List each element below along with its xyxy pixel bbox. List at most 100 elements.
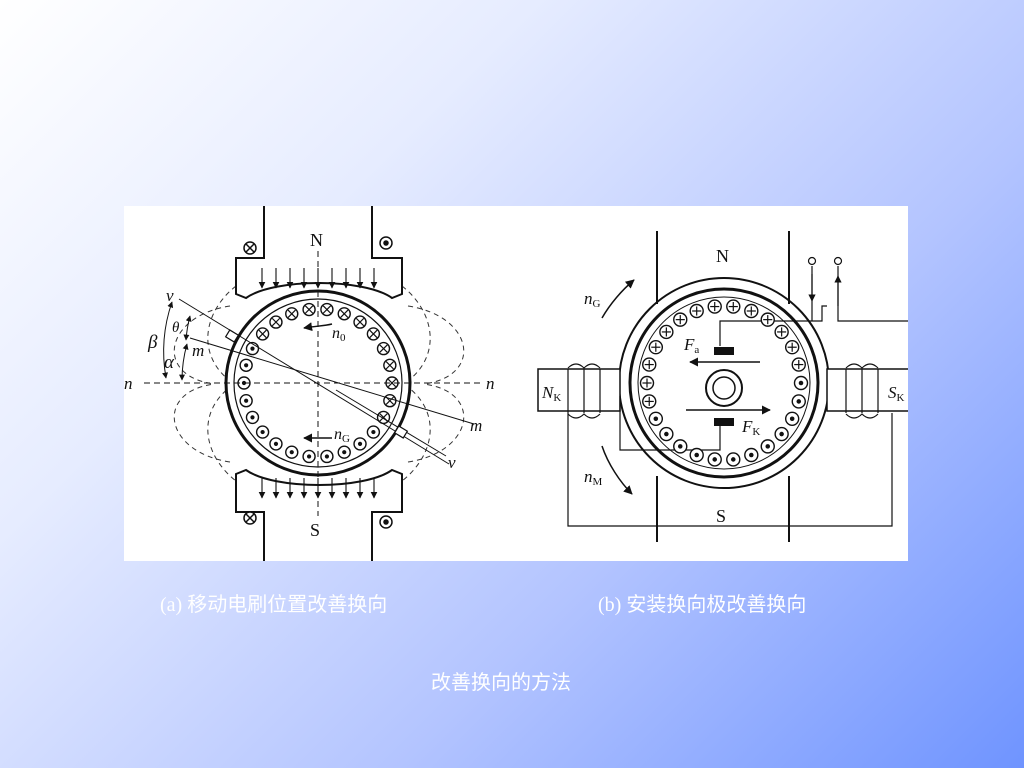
angle-arcs	[162, 301, 192, 381]
rotation-arrow-ng	[601, 279, 635, 319]
rotation-arrow-top	[303, 322, 333, 332]
north-flux-arrows	[258, 268, 378, 289]
north-pole	[235, 206, 403, 300]
cross-conductor	[376, 341, 391, 356]
plus-conductor	[642, 394, 657, 409]
plus-conductor	[659, 324, 674, 340]
label-n-left: n	[124, 374, 133, 393]
brush-top-b	[714, 347, 734, 355]
b-pole-north-label: N	[716, 246, 729, 266]
cross-marker	[243, 241, 257, 255]
south-pole	[235, 468, 403, 561]
dot-marker	[379, 236, 393, 250]
dot-conductor	[239, 358, 253, 372]
plus-conductor	[639, 375, 655, 391]
dot-conductor	[337, 445, 351, 459]
dot-conductor	[285, 445, 299, 459]
commutator-inner	[712, 376, 736, 400]
dot-conductor	[353, 437, 367, 451]
brush-bottom	[393, 425, 409, 439]
cross-conductor	[255, 327, 270, 341]
dot-conductor	[648, 411, 664, 426]
cross-conductor	[383, 358, 397, 372]
dot-conductor	[784, 411, 800, 426]
label-alpha: α	[164, 352, 175, 373]
speed-label-ng: nG	[334, 426, 350, 445]
label-n-right: n	[486, 374, 495, 393]
cross-conductor	[353, 315, 367, 329]
plus-conductor	[774, 324, 789, 340]
speed-label-nm: nM	[584, 467, 603, 488]
dot-conductor	[774, 426, 789, 442]
dot-conductor	[689, 447, 704, 463]
dot-conductor	[320, 449, 334, 464]
cross-conductor	[269, 315, 283, 329]
diagram-b: N S nG nM Fa FK NK SK	[537, 231, 908, 542]
b-pole-south-label: S	[716, 506, 726, 526]
commutating-pole-north	[537, 368, 621, 412]
cross-conductor	[302, 302, 316, 317]
label-m-right: m	[470, 416, 482, 435]
dot-conductor	[791, 394, 806, 409]
label-m-left: m	[192, 341, 204, 360]
armature-conductors-b	[639, 299, 809, 467]
terminals	[807, 256, 843, 266]
cross-conductor	[320, 302, 334, 317]
plus-conductor	[648, 340, 664, 355]
dot-marker	[379, 515, 393, 529]
dot-conductor	[673, 439, 688, 454]
cross-conductor	[337, 307, 351, 321]
commutating-pole-nk-label: NK	[541, 383, 561, 404]
dot-conductor	[726, 452, 741, 467]
plus-conductor	[726, 299, 741, 314]
dot-conductor	[239, 394, 253, 408]
caption-a: (a) 移动电刷位置改善换向	[160, 594, 388, 616]
rotation-arrow-nm	[601, 445, 633, 495]
plus-conductor	[689, 303, 704, 319]
plus-conductor	[642, 357, 657, 372]
speed-label-n0: n0	[332, 325, 346, 344]
commutating-coils	[567, 363, 879, 419]
dot-conductor	[760, 439, 775, 454]
main-caption: 改善换向的方法	[431, 672, 571, 694]
force-label-fk: FK	[741, 417, 760, 438]
commutating-pole-south	[826, 368, 908, 412]
dot-conductor	[245, 410, 260, 425]
armature-inner	[637, 296, 811, 470]
dot-conductor	[707, 452, 722, 467]
plus-conductor	[744, 303, 759, 319]
a-pole-south-label: S	[310, 520, 320, 540]
dot-conductor	[269, 437, 283, 451]
a-pole-north-label: N	[310, 230, 323, 250]
cross-conductor	[383, 394, 397, 408]
cross-conductor	[366, 327, 381, 341]
dot-conductor	[793, 375, 809, 391]
plus-conductor	[784, 340, 800, 355]
dot-conductor	[659, 426, 674, 442]
label-beta: β	[147, 332, 158, 353]
plus-conductor	[760, 312, 775, 327]
plus-conductor	[673, 312, 688, 327]
brush-bottom-b	[714, 418, 734, 426]
speed-label-ng-b: nG	[584, 289, 601, 310]
field-winding-markers	[243, 236, 393, 529]
dot-conductor	[366, 425, 381, 439]
label-v-bottom: v	[448, 453, 456, 472]
cross-conductor	[285, 307, 299, 321]
commutating-pole-sk-label: SK	[888, 383, 905, 404]
dot-conductor	[744, 447, 759, 463]
caption-b: (b) 安装换向极改善换向	[598, 594, 807, 616]
cross-marker	[243, 511, 257, 525]
plus-conductor	[707, 299, 722, 314]
label-theta: θ	[172, 320, 180, 336]
label-v-top: v	[166, 286, 174, 305]
dot-conductor	[255, 425, 270, 439]
figure-panel: N S v v m m n n θ β α n0 nG	[124, 206, 908, 561]
armature-conductors	[237, 302, 399, 464]
force-label-fa: Fa	[683, 335, 699, 356]
dot-conductor	[302, 449, 316, 464]
stator-frame	[656, 231, 790, 542]
diagram-a: N S v v m m n n θ β α n0 nG	[124, 206, 495, 561]
brush-top	[224, 329, 240, 343]
plus-conductor	[791, 357, 806, 372]
